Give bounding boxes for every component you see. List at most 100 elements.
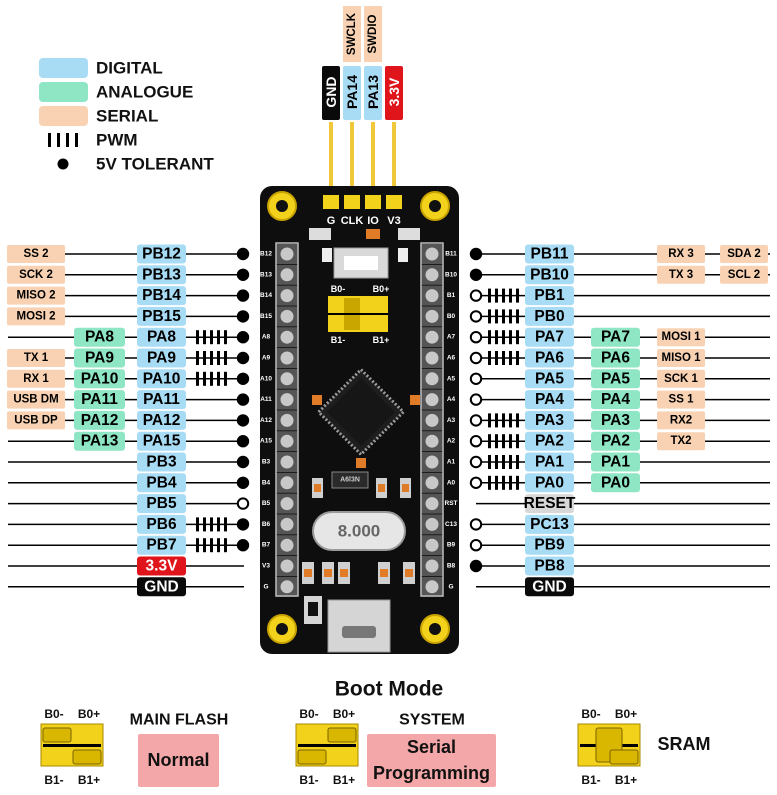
pin-label: 3.3V bbox=[386, 77, 402, 106]
silk-label: B13 bbox=[260, 271, 272, 278]
digital-pin-label: PB12 bbox=[142, 246, 181, 263]
legend-label: DIGITAL bbox=[96, 59, 163, 78]
legend-label: PWM bbox=[96, 131, 138, 150]
pin-hole bbox=[280, 393, 294, 407]
pwm-icon bbox=[488, 330, 519, 345]
tolerant-dot-icon bbox=[236, 435, 250, 448]
silk-label: A10 bbox=[260, 375, 272, 382]
legend-swatch bbox=[39, 82, 88, 102]
digital-pin-label: PA7 bbox=[535, 329, 564, 346]
silk-label: A4 bbox=[447, 396, 456, 403]
non-tolerant-dot-icon bbox=[469, 310, 483, 323]
digital-pin-box bbox=[525, 390, 574, 410]
pwm-bar bbox=[488, 309, 491, 324]
pin-hole bbox=[425, 247, 439, 261]
pin-hole bbox=[280, 434, 294, 448]
digital-pin-box bbox=[525, 244, 574, 264]
digital-pin-label: PB7 bbox=[146, 537, 176, 554]
pwm-bar bbox=[217, 371, 220, 386]
pwm-icon bbox=[488, 351, 519, 365]
pin-hole bbox=[280, 517, 294, 531]
diode-body bbox=[308, 602, 318, 616]
serial-pin-label: USB DP bbox=[14, 414, 58, 426]
jumper-label: B1+ bbox=[333, 773, 355, 787]
digital-pin-box bbox=[137, 390, 186, 410]
pwm-bar bbox=[495, 351, 498, 365]
pwm-bar bbox=[516, 413, 519, 428]
digital-pin-label: PA8 bbox=[147, 329, 176, 346]
legend-item: SERIAL bbox=[39, 106, 158, 126]
legend-swatch bbox=[39, 58, 88, 78]
digital-pin-box bbox=[525, 494, 574, 514]
non-tolerant-dot-icon bbox=[469, 289, 483, 302]
tolerant-dot-icon bbox=[236, 539, 250, 552]
serial-pin-box bbox=[657, 369, 705, 388]
analog-pin-box bbox=[591, 452, 640, 472]
analog-pin-box bbox=[74, 431, 125, 451]
digital-pin-label: PB9 bbox=[534, 537, 565, 554]
digital-pin-box bbox=[525, 327, 574, 347]
pin-hole bbox=[425, 538, 439, 552]
analog-pin-label: PA5 bbox=[601, 370, 630, 387]
smd-part-center bbox=[314, 484, 321, 492]
digital-pin-box bbox=[525, 431, 574, 451]
digital-pin-label: PA1 bbox=[535, 454, 564, 471]
analog-pin-label: PA13 bbox=[81, 433, 119, 450]
digital-pin-label: RESET bbox=[524, 495, 576, 512]
pin-row: RESET bbox=[476, 494, 770, 514]
non-tolerant-dot-icon bbox=[469, 351, 483, 365]
digital-pin-box bbox=[137, 431, 186, 451]
serial-pin-box bbox=[7, 245, 65, 263]
non-tolerant-dot-icon bbox=[469, 414, 483, 427]
digital-pin-label: PA10 bbox=[143, 370, 181, 387]
pwm-icon bbox=[196, 330, 227, 345]
digital-pin-box bbox=[525, 348, 574, 368]
pin-hole bbox=[280, 538, 294, 552]
analog-pin-box bbox=[591, 348, 640, 368]
tolerant-dot-icon bbox=[469, 268, 483, 281]
header-pad bbox=[323, 195, 339, 209]
analog-pin-label: PA2 bbox=[601, 433, 630, 450]
mcu-chip bbox=[316, 367, 406, 457]
serial-pin-box bbox=[7, 286, 65, 305]
boot-jumper: B0-B0+B1-B1+ bbox=[577, 707, 641, 787]
legend-label: 5V TOLERANT bbox=[96, 155, 214, 174]
jumper-label: B1+ bbox=[78, 773, 100, 787]
silk-label: CLK bbox=[341, 215, 364, 227]
serial-pin-box bbox=[7, 390, 65, 409]
analog-pin-box bbox=[74, 390, 125, 410]
capacitor bbox=[356, 458, 366, 468]
non-tolerant-dot-icon bbox=[469, 518, 483, 531]
pwm-bar bbox=[516, 434, 519, 449]
boot-mode-box-label: Normal bbox=[147, 750, 209, 770]
serial-pin-box bbox=[720, 245, 768, 263]
pwm-bar bbox=[495, 434, 498, 449]
serial-pin-label: RX 1 bbox=[23, 373, 49, 385]
pin-box bbox=[322, 66, 340, 120]
digital-pin-box bbox=[525, 369, 574, 389]
capacitor bbox=[312, 395, 322, 405]
pin-label: GND bbox=[323, 76, 339, 107]
pwm-bar bbox=[509, 309, 512, 324]
tolerant-dot-icon bbox=[236, 247, 250, 261]
pwm-icon bbox=[66, 133, 69, 147]
pin-hole bbox=[425, 413, 439, 427]
pin-box bbox=[343, 66, 361, 120]
jumper-divider bbox=[298, 744, 356, 747]
pin-hole bbox=[280, 330, 294, 344]
serial-box bbox=[343, 6, 361, 62]
analog-pin-box bbox=[74, 410, 125, 430]
serial-pin-box bbox=[657, 390, 705, 409]
digital-pin-label: PC13 bbox=[530, 516, 569, 533]
silk-label: A9 bbox=[262, 355, 271, 362]
pin-hole bbox=[425, 476, 439, 490]
serial-box bbox=[364, 6, 382, 62]
boot-mode-name: SYSTEM bbox=[399, 712, 465, 729]
